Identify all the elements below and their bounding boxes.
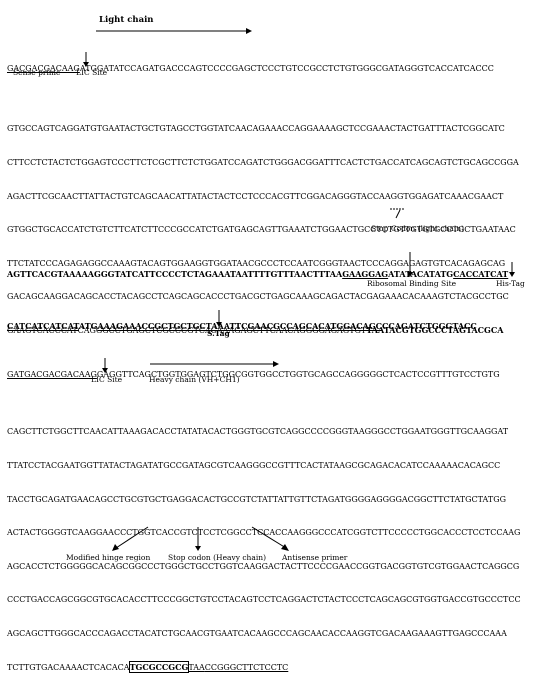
- stop-codon-heavy-seq: TAA: [188, 662, 205, 672]
- stop-codon-heavy-arrowhead: [195, 546, 201, 551]
- stop-codon-light-label: Stop Codon (light chain): [371, 224, 465, 233]
- his-tag-arrowhead: [509, 272, 515, 277]
- sequence-line: GTGGCTGCACCATCTGTCTTCATCTTCCCGCCATCTGATG…: [7, 225, 516, 235]
- s-tag-seq: AAAGAAACCGCTGCTGCTAAATTCGAACGCCAGCACATGG…: [97, 321, 383, 331]
- rbs-arrowhead: [407, 272, 413, 277]
- modified-hinge-arrow: [115, 526, 149, 549]
- atg-seq: ATG: [78, 321, 98, 331]
- sequence-line: ACTACTGGGGTCAAGGAACCCTGGTCACCGTCTCCTCGGC…: [7, 528, 521, 538]
- sequence-line: AGCAGCTTGGGCACCCAGACCTACATCTGCAACGTGAATC…: [7, 628, 507, 638]
- intergenic-seq: TACGTGGCCCTAGTACGCA: [383, 324, 504, 335]
- lic-site-2-arrowhead: [102, 368, 108, 373]
- sequence-block-1: GACGACGACAAGATGGATATCCAGATGACCCAGTCCCCGA…: [7, 41, 494, 86]
- sense-primer-seq: GACGACGACAAG: [7, 64, 80, 74]
- light-chain-end-seq: GAAGTCACCCATCAGGGCCTGAGCTCGCCCGTCACAAAGA…: [7, 325, 367, 335]
- light-chain-arrowhead: [246, 28, 252, 34]
- light-chain-start-seq: ATGGATATCCAGATGACCCAGTCCCCGAGCTCCCTGTCCG…: [79, 64, 494, 74]
- stop-codon-light-seq: TAA: [366, 324, 384, 335]
- his-tag-label: His-Tag: [496, 279, 525, 288]
- sense-primer-label: Sense prime: [13, 68, 61, 77]
- lic-site-2-label: LIC Site: [91, 375, 123, 384]
- sequence-line: CAGCTTCTGGCTTCAACATTAAAGACACCTATATACACTG…: [7, 427, 509, 437]
- sequence-line: TACCTGCAGATGAACAGCCTGCGTGCTGAGGACACTGCCG…: [7, 494, 507, 504]
- annotation-arrows: [83, 28, 515, 551]
- sequence-block-3: AGTTCACGTAAAAAGGGTATCATTCCCCTCTAGAAATAAT…: [7, 247, 508, 343]
- lic-site-1-arrowhead: [83, 62, 89, 67]
- his-tag-seq-1: CACCATCAT: [453, 269, 509, 280]
- antisense-primer-seq: CCGGGCTTCTCCTC: [204, 662, 289, 672]
- linker-seq: CCAGATCTGGGTACC: [382, 321, 477, 331]
- stop-codon-light-arrow: [395, 209, 401, 219]
- antisense-primer-label: Antisense primer: [282, 553, 348, 562]
- sequence-line: TTCTATCCCAGAGAGGCCAAAGTACAGTGGAAGGTGGATA…: [7, 258, 506, 268]
- heavy-chain-label: Heavy chain (VH+CH1): [149, 375, 240, 384]
- modified-hinge-seq: TGCGCCGCG: [128, 660, 190, 673]
- sequence-line: CCCTGACCAGCGGCGTGCACACCTTCCCGGCTGTCCTACA…: [7, 595, 521, 605]
- sequence-line: CTTCCTCTACTCTGGAGTCCCTTCTCGCTTCTCTGGATCC…: [7, 158, 519, 167]
- heavy-chain-arrowhead: [273, 361, 279, 367]
- his-tag-seq-2: CATCATCATCAT: [7, 321, 79, 331]
- sequence-line: AGCACCTCTGGGGGCACAGCGGCCCTGGGCTGCCTGGTCA…: [7, 561, 520, 571]
- sequence-line: GAAGTCACCCATCAGGGCCTGAGCTCGCCCGTCACAAAGA…: [7, 325, 519, 336]
- sequence-line: CATCATCATCATATGAAAGAAACCGCTGCTGCTAAATTCG…: [7, 321, 508, 332]
- sequence-line: GATGACGACGACAAGGAGGTTCAGCTGGTGGAGTCTGGCG…: [7, 369, 500, 380]
- sequence-block-2: GTGCCAGTCAGGATGTGAATACTGCTGTAGCCTGGTATCA…: [7, 101, 519, 347]
- stop-codon-heavy-label: Stop codon (Heavy chain): [168, 553, 266, 562]
- modified-hinge-label: Modified hinge region: [66, 553, 151, 562]
- sequence-line: AGTTCACGTAAAAAGGGTATCATTCCCCTCTAGAAATAAT…: [7, 269, 508, 280]
- sequence-line: AGACTTCGCAACTTATTACTGTCAGCAACATTATACTACT…: [7, 191, 504, 201]
- spacer-seq: ATATACATATG: [388, 269, 454, 280]
- rbs-label: Ribosomal Binding Site: [367, 279, 457, 288]
- lic-site-2-seq: GATGACGACGACAAG: [7, 370, 97, 380]
- antisense-primer-arrow: [251, 526, 287, 549]
- lic-site-1-label: LIC Site: [76, 68, 108, 77]
- sequence-block-5: CAGCTTCTGGCTTCAACATTAAAGACACCTATATACACTG…: [7, 404, 521, 684]
- rbs-seq: GAAGGAG: [342, 269, 389, 280]
- light-chain-label: Light chain: [99, 15, 154, 25]
- sequence-line: GTGCCAGTCAGGATGTGAATACTGCTGTAGCCTGGTATCA…: [7, 124, 505, 134]
- s-tag-arrowhead: [216, 322, 222, 327]
- antisense-primer-arrowhead: [281, 544, 289, 551]
- sequence-line: TTATCCTACGAATGGTTATACTAGATATGCCGATAGCGTC…: [7, 461, 501, 470]
- heavy-chain-end-seq: TCTTGTGACAAAACTCACACA: [7, 662, 130, 672]
- sequence-line: TCTTGTGACAAAACTCACACATGCGCCGCGTAACCGGGCT…: [7, 660, 521, 673]
- sequence-line: GACAGCAAGGACAGCACCTACAGCCTCAGCAGCACCCTGA…: [7, 292, 509, 302]
- modified-hinge-arrowhead: [112, 544, 119, 551]
- sequence-block-4: GATGACGACGACAAGGAGGTTCAGCTGGTGGAGTCTGGCG…: [7, 347, 500, 392]
- heavy-chain-start-seq: GAGGTTCAGCTGGTGGAGTCTGGCGGTGGCCTGGTGCAGC…: [96, 370, 500, 380]
- intergenic-seq-2: AGTTCACGTAAAAAGGGTATCATTCCCCTCTAGAAATAAT…: [7, 269, 343, 280]
- s-tag-label: S.Tag: [207, 329, 230, 338]
- sequence-line: GACGACGACAAGATGGATATCCAGATGACCCAGTCCCCGA…: [7, 63, 494, 74]
